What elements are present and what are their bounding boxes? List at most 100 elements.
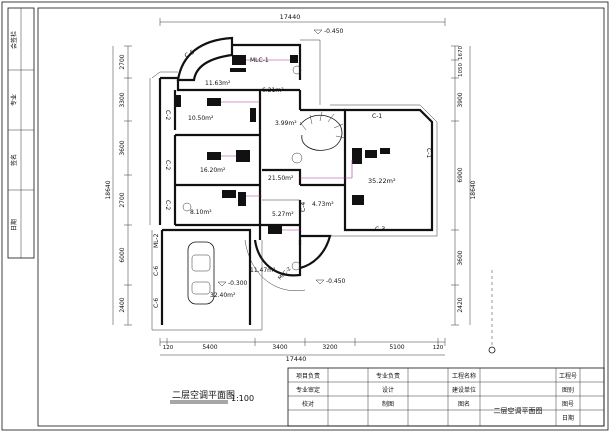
right-dim: 1670 [458, 46, 464, 60]
unit-label: C-5 [184, 48, 196, 59]
elevation: -0.450 [326, 278, 346, 285]
room-area: 11.63m² [205, 80, 231, 87]
tb-cell: 图别 [562, 386, 574, 394]
elevation: -0.300 [228, 280, 248, 287]
tb-cell: 专业审定 [296, 386, 320, 394]
ac-unit-icon [352, 148, 362, 164]
drawing-title-text: 二层空调平面图 [172, 389, 235, 401]
tb-drawing-name: 二层空调平面图 [494, 406, 543, 415]
tb-cell: 日期 [562, 414, 574, 422]
north-marker [488, 270, 496, 354]
wall [232, 43, 302, 80]
ac-unit-icon [365, 150, 377, 158]
spiral-stair [299, 114, 343, 151]
grid-marker [292, 65, 302, 75]
unit-label: MLC-2 [277, 266, 292, 281]
ac-unit-icon [175, 95, 181, 107]
room-area: 6.21m² [262, 87, 284, 94]
left-dim: 6000 [119, 247, 126, 262]
room-labels: 11.63m² 6.21m² 10.50m² 3.99m² 16.20m² 21… [188, 80, 396, 299]
curved-eave-bottom [244, 239, 306, 292]
right-total-dim: 18640 [470, 180, 477, 199]
building-plan [149, 36, 438, 331]
bottom-dim: 3400 [272, 344, 287, 351]
ac-unit-icon [207, 152, 221, 160]
room-area: 11.47m² [250, 267, 276, 274]
ac-unit-icon [222, 190, 236, 198]
unit-label: C-1 [372, 113, 382, 120]
ac-unit-icon [352, 195, 364, 205]
grid-marker [291, 152, 303, 164]
drawing-scale: 1:100 [231, 394, 254, 403]
large-room-wall [343, 108, 434, 232]
right-dim: 1050 [458, 63, 464, 77]
ac-unit-icon [236, 150, 250, 162]
car-icon [187, 241, 215, 305]
left-dim: 2700 [119, 54, 126, 69]
right-dim: 3600 [457, 250, 464, 265]
elevation-marks: -0.450 -0.450 -0.300 [217, 28, 346, 287]
room-area: 5.27m² [272, 211, 294, 218]
bottom-dim: 5100 [389, 344, 404, 351]
left-dim: 3600 [119, 140, 126, 155]
top-dimension: 17440 [159, 13, 446, 26]
room-area: 35.22m² [368, 177, 396, 185]
stair-treads [299, 111, 346, 139]
unit-label: C-2 [164, 160, 171, 170]
left-dimension-chain: 2700 3000 3300 3600 2700 6000 2400 18640 [105, 45, 132, 326]
left-dim: 3300 [119, 92, 126, 107]
curved-room-bottom [253, 239, 302, 277]
ac-unit-icon [250, 108, 256, 122]
right-dim: 6900 [457, 167, 464, 182]
wall [262, 168, 302, 185]
ac-unit-icon [232, 55, 246, 65]
room-area: 4.73m² [312, 201, 334, 208]
strip-label: 会签栏 [10, 31, 18, 49]
ac-pipes [221, 59, 353, 231]
unit-label: C-2 [164, 110, 171, 120]
bottom-dimension-chain: 120 5400 3400 3200 5100 120 17440 [159, 338, 446, 363]
room-area: 8.10m² [190, 209, 212, 216]
ac-unit-icon [380, 148, 390, 154]
bottom-dim: 5400 [202, 344, 217, 351]
left-dim: 2700 [119, 192, 126, 207]
strip-label: 专业 [10, 94, 18, 106]
room-area: 3.99m² [275, 120, 297, 127]
large-room-eave [330, 104, 438, 237]
ac-unit-icon [268, 226, 282, 234]
tb-cell: 建设单位 [452, 386, 476, 394]
drawing-title: 二层空调平面图 1:100 [170, 389, 254, 404]
unit-label: C-2 [164, 200, 171, 210]
tb-cell: 图名 [458, 400, 470, 408]
tb-cell: 项目负责 [296, 372, 320, 380]
ac-unit-icon [290, 55, 298, 63]
bottom-total-dim: 17440 [286, 355, 307, 363]
strip-label: 签名 [10, 154, 18, 166]
bottom-dim: 120 [433, 345, 444, 351]
left-total-dim: 18640 [105, 180, 112, 199]
right-dim: 3900 [457, 92, 464, 107]
room-area: 32.40m² [210, 292, 236, 299]
grid-marker [291, 261, 301, 271]
ac-unit-icon [238, 192, 246, 206]
eave [151, 71, 178, 79]
unit-label: C-3 [375, 226, 385, 233]
curved-balcony [176, 36, 234, 82]
tb-cell: 工程名称 [452, 372, 476, 380]
bottom-dim: 120 [163, 345, 174, 351]
tb-cell: 制图 [382, 400, 394, 408]
top-total-dim: 17440 [280, 13, 301, 21]
strip-label: 日期 [10, 219, 18, 231]
tb-cell: 专业负责 [376, 372, 400, 380]
room-area: 21.50m² [268, 175, 294, 182]
tb-cell: 工程号 [559, 372, 577, 380]
ac-unit-icon [207, 98, 221, 106]
unit-label: ML-2 [153, 233, 160, 248]
unit-label: C-4 [300, 202, 307, 212]
curved-room-right [299, 234, 332, 270]
left-dim: 2400 [119, 297, 126, 312]
unit-label: MLC-1 [250, 57, 269, 64]
eave-top [300, 39, 321, 105]
room-area: 16.20m² [200, 167, 226, 174]
